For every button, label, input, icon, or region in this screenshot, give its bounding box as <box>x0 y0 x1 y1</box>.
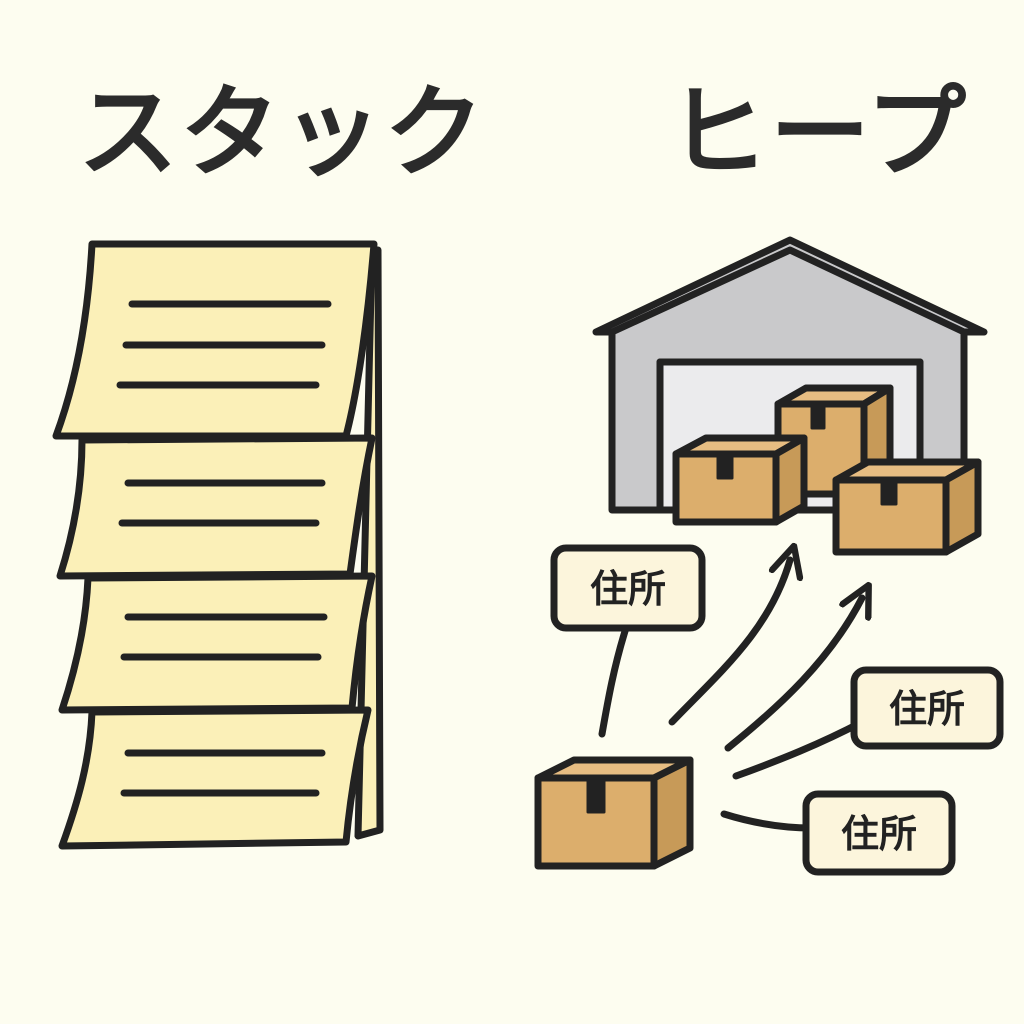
stack-sheet-2 <box>56 434 376 580</box>
tag-connector-3 <box>720 810 816 832</box>
address-tag-3-label: 住所 <box>841 812 917 856</box>
heap-title: ヒープ <box>668 74 968 191</box>
address-tag-2: 住所 <box>850 666 1004 750</box>
address-tag-1: 住所 <box>550 544 706 632</box>
arrow-to-warehouse-1 <box>668 560 790 726</box>
tag-connector-2 <box>732 718 866 780</box>
stacked-paper-sheets-icon <box>52 240 384 850</box>
reference-arrows <box>598 560 866 832</box>
stack-sheet-1 <box>52 240 378 440</box>
heap-box-right <box>832 458 982 556</box>
arrow-to-warehouse-2 <box>724 598 862 752</box>
stack-sheet-4 <box>58 706 372 850</box>
stack-title: スタック <box>78 74 486 191</box>
tag-connector-1 <box>598 624 630 738</box>
address-tag-1-label: 住所 <box>590 567 666 611</box>
heap-box-left <box>672 434 808 526</box>
address-tag-2-label: 住所 <box>889 687 965 731</box>
source-box-icon <box>534 756 694 870</box>
warehouse-with-boxes-icon <box>592 236 988 556</box>
address-tag-3: 住所 <box>802 790 956 876</box>
stack-sheet-3 <box>58 572 376 714</box>
